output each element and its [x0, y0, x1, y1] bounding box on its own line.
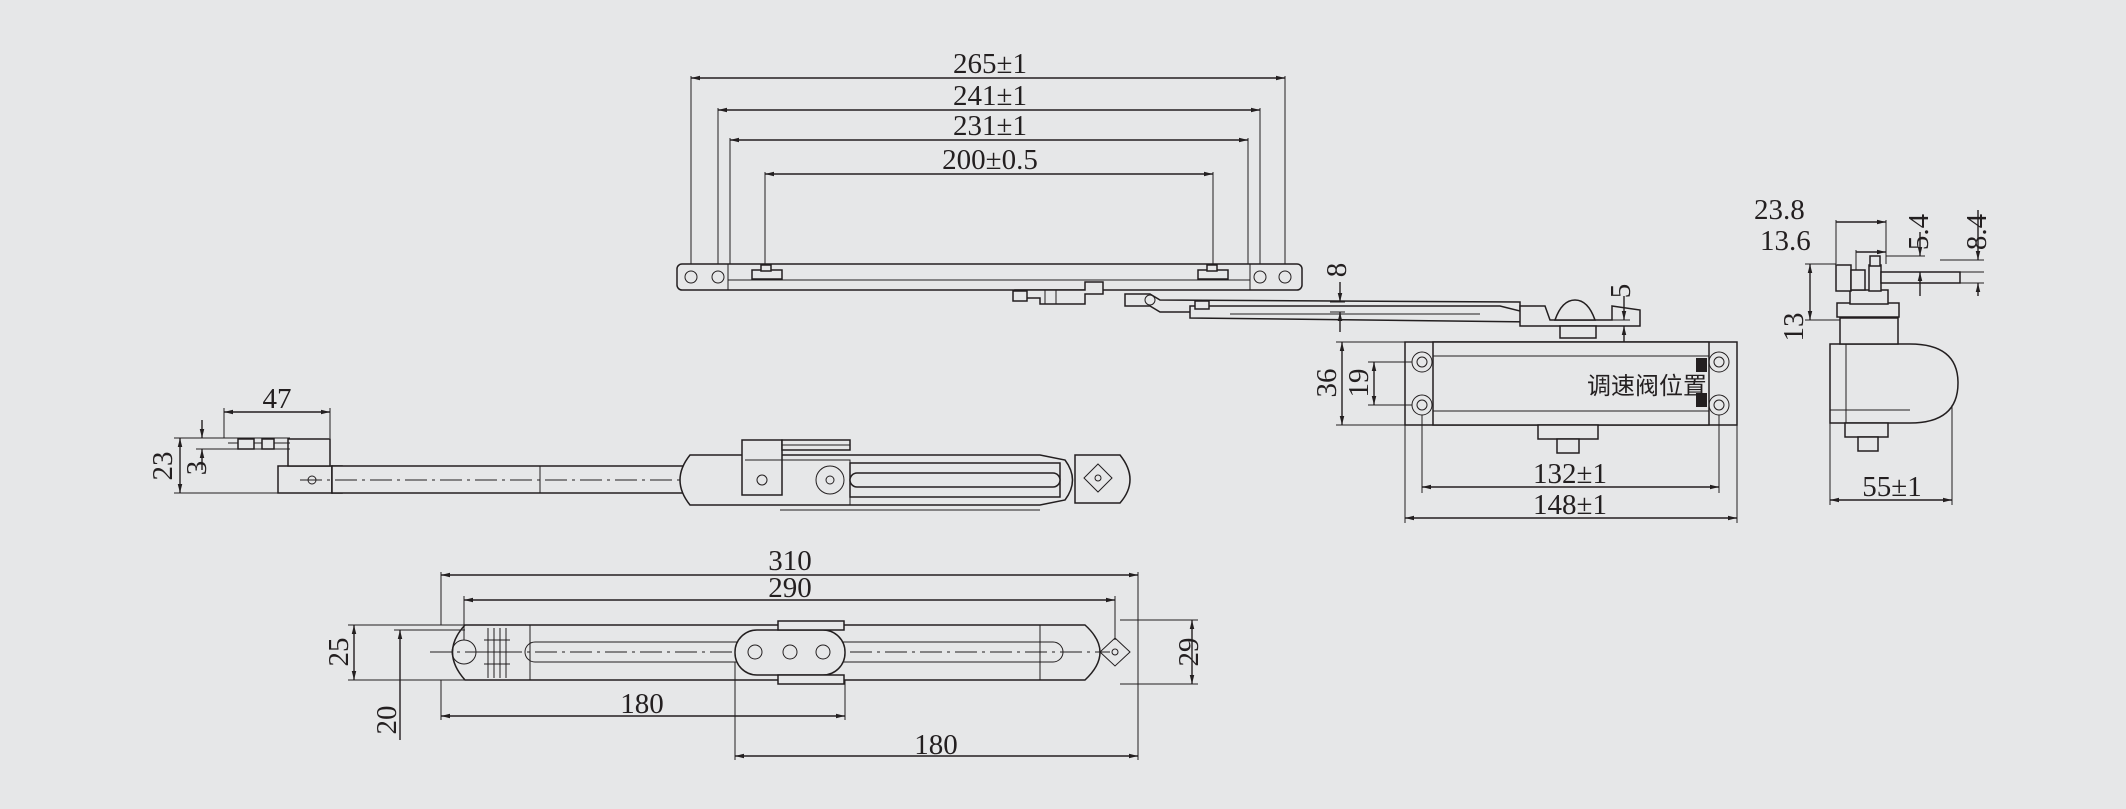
valve-position-label: 调速阀位置: [1587, 372, 1707, 400]
arm-plan-view: 310 290 180 180 25 20 29: [323, 545, 1205, 761]
dim-231: 231±1: [953, 110, 1027, 142]
arm-slider: [734, 629, 846, 676]
dim-180-left: 180: [620, 688, 664, 720]
dim-132: 132±1: [1533, 458, 1607, 490]
dim-180-right: 180: [914, 729, 958, 761]
dim-8: 8: [1321, 263, 1353, 278]
dim-200: 200±0.5: [942, 144, 1038, 176]
dim-265: 265±1: [953, 48, 1027, 80]
side-view: 13 23.8 13.6 5.4 8.4 55±1: [1754, 194, 1993, 505]
arm-elevation-view: 47 23 3: [147, 383, 1131, 511]
dim-13: 13: [1778, 313, 1810, 342]
closer-side-body: [1829, 343, 1959, 424]
dim-29: 29: [1173, 638, 1205, 667]
dim-23: 23: [147, 452, 179, 481]
dim-47: 47: [263, 383, 292, 415]
dim-241: 241±1: [953, 80, 1027, 112]
dim-290: 290: [768, 572, 812, 604]
forearm-link: [1124, 293, 1541, 323]
valve-marker-2: [1696, 393, 1707, 407]
pinion-top: [1519, 299, 1641, 339]
valve-marker-1: [1696, 358, 1707, 372]
dim-310: 310: [768, 545, 812, 577]
dim-5-4: 5.4: [1903, 213, 1935, 250]
dim-3: 3: [181, 461, 213, 476]
arm-shoe: [1012, 281, 1104, 305]
dim-8-4: 8.4: [1961, 213, 1993, 250]
mounting-plate: [676, 263, 1303, 291]
dim-23-8: 23.8: [1754, 194, 1805, 226]
dim-19: 19: [1343, 369, 1375, 398]
dim-13-6: 13.6: [1760, 225, 1811, 257]
top-view: 265±1 241±1 231±1 200±0.5: [676, 48, 1641, 346]
dim-5: 5: [1605, 284, 1637, 299]
body-front-view: 调速阀位置 36 19 132±1 148±1: [1311, 341, 1738, 523]
dim-25: 25: [323, 638, 355, 667]
dim-55: 55±1: [1862, 471, 1921, 503]
dim-20: 20: [371, 706, 403, 735]
dim-148: 148±1: [1533, 489, 1607, 521]
dim-36: 36: [1311, 369, 1343, 398]
